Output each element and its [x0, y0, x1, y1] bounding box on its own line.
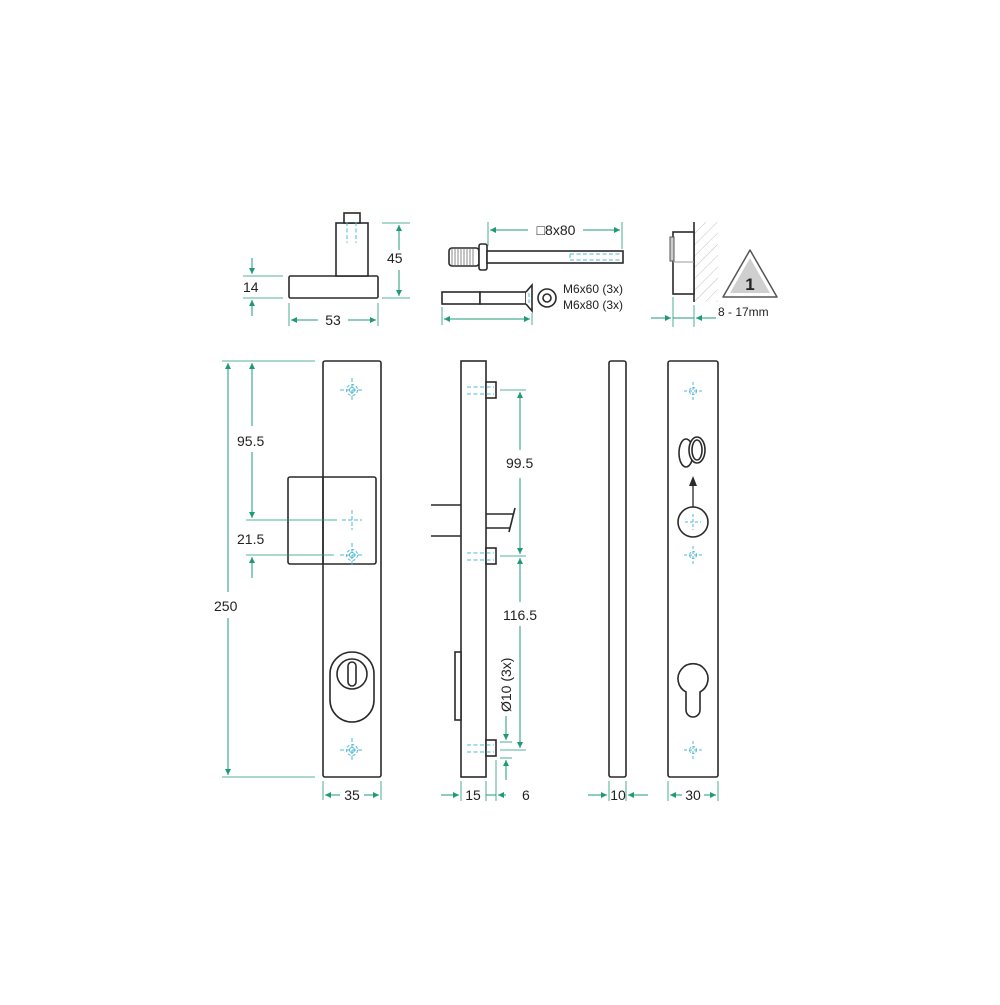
- side-view: 99.5 116.5 Ø10 (3x) 15 6: [431, 360, 537, 803]
- bushing-icon: [678, 436, 706, 468]
- dim-width-30: 30: [685, 787, 701, 803]
- dim-height-45: 45: [387, 250, 403, 266]
- spindle-and-screws: □8x80 M6x60 (3x) M6x80 (3x): [441, 222, 624, 325]
- warning-number: 1: [745, 275, 754, 294]
- dim-base-14: 14: [243, 279, 259, 295]
- dim-total-height-250: 250: [214, 598, 238, 614]
- dim-width-53: 53: [325, 312, 341, 328]
- dim-116-5: 116.5: [503, 607, 537, 623]
- screw-label-m6x80: M6x80 (3x): [563, 298, 623, 312]
- screw-label-m6x60: M6x60 (3x): [563, 282, 623, 296]
- profile-view: 10: [588, 360, 648, 803]
- dim-hole-diameter: Ø10 (3x): [498, 658, 514, 712]
- dim-21-5: 21.5: [237, 531, 264, 547]
- door-thickness-range: 8 - 17mm: [718, 305, 769, 319]
- dim-95-5: 95.5: [237, 433, 264, 449]
- front-view: 250 95.5 21.5 35: [214, 360, 382, 803]
- warning-triangle-icon: 1: [722, 249, 778, 298]
- door-thickness-detail: 8 - 17mm 1: [651, 222, 778, 327]
- spindle-label: □8x80: [537, 222, 576, 238]
- dim-99-5: 99.5: [506, 455, 533, 471]
- dim-thickness-15: 15: [465, 787, 481, 803]
- dim-width-35: 35: [344, 787, 360, 803]
- handle-side-view: 45 14 53: [243, 212, 410, 328]
- dim-bolt-6: 6: [522, 787, 530, 803]
- back-view: 30: [667, 360, 719, 803]
- dim-thickness-10: 10: [610, 787, 626, 803]
